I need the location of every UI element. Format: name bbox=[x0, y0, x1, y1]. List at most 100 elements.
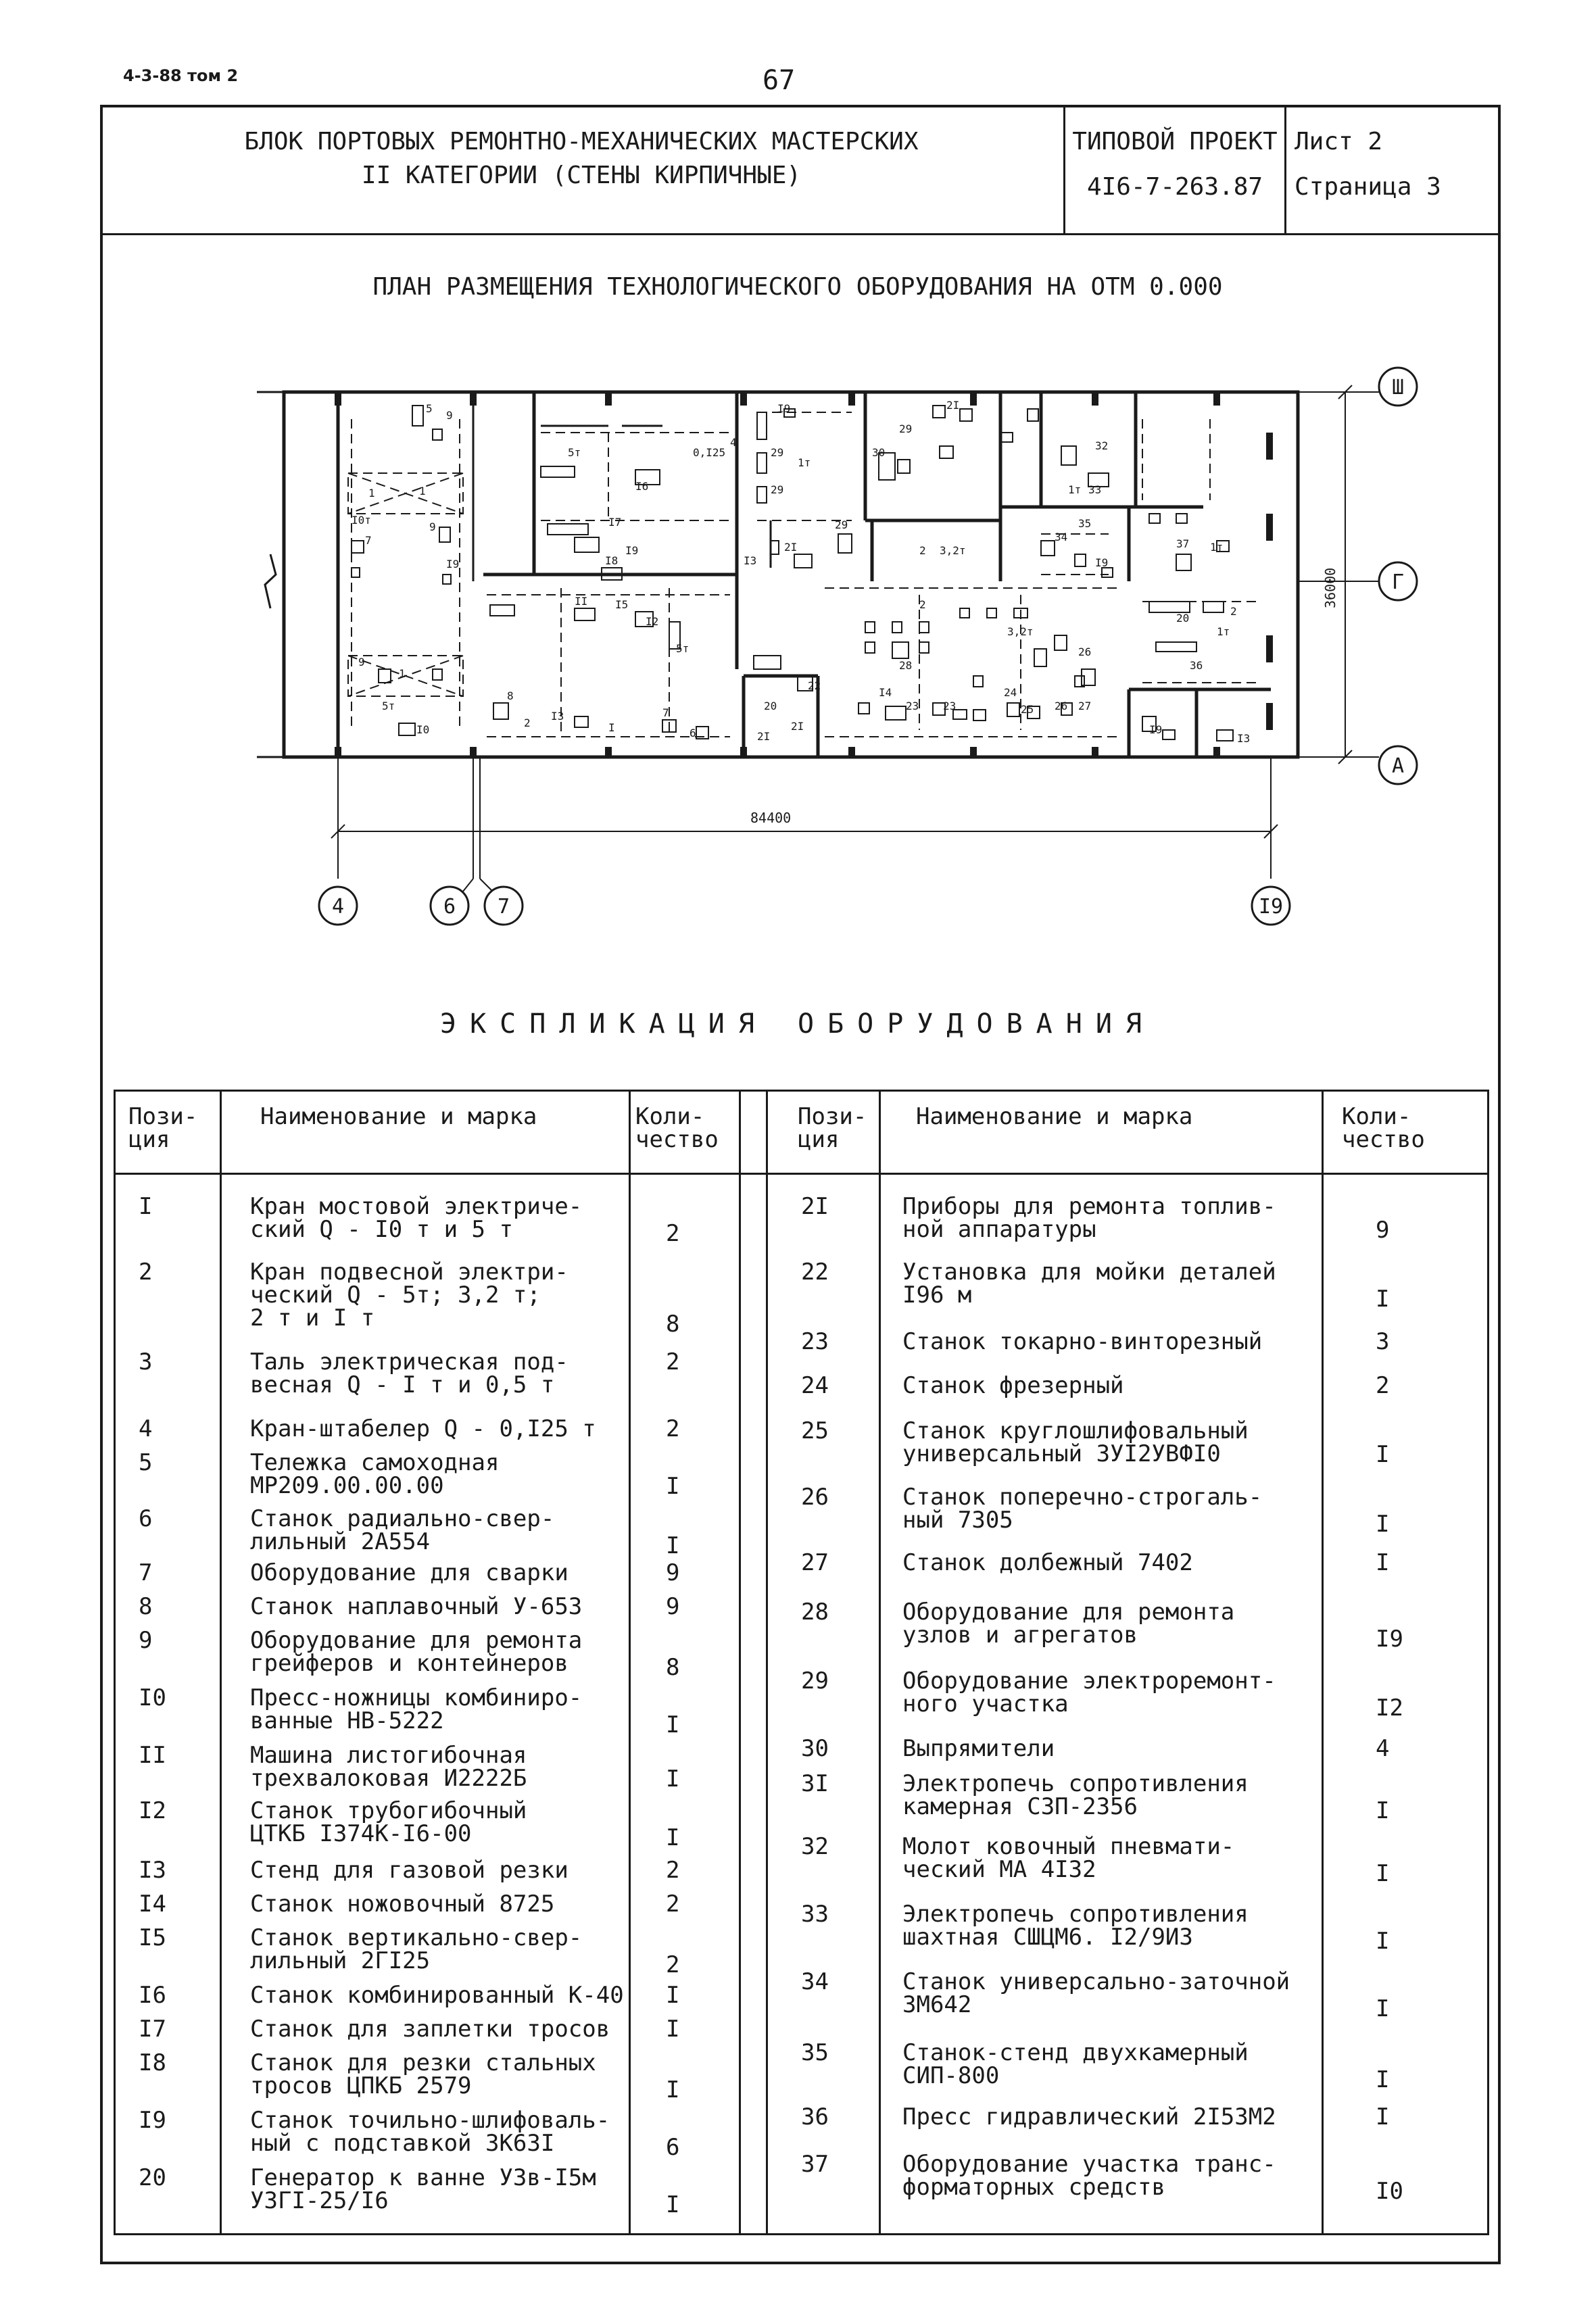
title-line-1: БЛОК ПОРТОВЫХ РЕМОНТНО-МЕХАНИЧЕСКИХ МАСТ… bbox=[244, 128, 919, 155]
row-name: Пресс-ножницы комбиниро- ванные НВ-5222 bbox=[250, 1684, 583, 1734]
svg-text:30: 30 bbox=[872, 446, 885, 459]
svg-text:5т: 5т bbox=[382, 700, 395, 712]
row-position: I4 bbox=[139, 1891, 166, 1918]
row-name: Оборудование для ремонта узлов и агрегат… bbox=[902, 1599, 1235, 1649]
row-name: Станок радиально-свер- лильный 2А554 bbox=[250, 1505, 555, 1555]
row-position: I8 bbox=[139, 2049, 166, 2076]
svg-text:23: 23 bbox=[943, 700, 956, 712]
row-position: 6 bbox=[139, 1505, 153, 1532]
plan-depth-dim: 36000 bbox=[1322, 568, 1338, 608]
plan-width-dim: 84400 bbox=[750, 810, 791, 826]
row-quantity: I bbox=[666, 1765, 680, 1793]
row-quantity: 9 bbox=[1376, 1217, 1390, 1244]
svg-text:I7: I7 bbox=[608, 516, 621, 529]
axis-label-g: Г bbox=[1392, 570, 1404, 594]
svg-text:I0т: I0т bbox=[352, 514, 371, 527]
row-position: 4 bbox=[139, 1415, 153, 1442]
svg-text:37: 37 bbox=[1176, 537, 1189, 550]
row-quantity: I bbox=[666, 1711, 680, 1738]
row-quantity: I2 bbox=[1376, 1695, 1403, 1722]
row-position: 25 bbox=[801, 1417, 829, 1444]
svg-text:34: 34 bbox=[1055, 531, 1067, 543]
axis-label-sh: Ш bbox=[1392, 376, 1404, 399]
row-quantity: I bbox=[666, 1982, 680, 2009]
row-quantity: 9 bbox=[666, 1593, 680, 1620]
row-name: Станок точильно-шлифоваль- ный с подстав… bbox=[250, 2107, 610, 2157]
row-quantity: I bbox=[1376, 1860, 1390, 1887]
page-label: Страница 3 bbox=[1295, 173, 1441, 201]
explication-title: ЭКСПЛИКАЦИЯ ОБОРУДОВАНИЯ bbox=[440, 1008, 1155, 1040]
row-name: Генератор к ванне УЗв-I5м УЗГI-25/I6 bbox=[250, 2164, 596, 2214]
svg-text:7: 7 bbox=[662, 706, 669, 719]
row-position: 3 bbox=[139, 1348, 153, 1375]
row-position: 2I bbox=[801, 1193, 829, 1220]
svg-text:9: 9 bbox=[358, 656, 365, 668]
row-name: Станок для резки стальных тросов ЦПКБ 25… bbox=[250, 2049, 596, 2099]
row-position: 22 bbox=[801, 1259, 829, 1286]
svg-text:I4: I4 bbox=[879, 686, 892, 699]
svg-text:1: 1 bbox=[399, 667, 406, 680]
row-quantity: 2 bbox=[1376, 1372, 1390, 1399]
row-quantity: I bbox=[1376, 1549, 1390, 1576]
svg-text:I8: I8 bbox=[605, 554, 618, 567]
svg-text:I0: I0 bbox=[416, 723, 429, 736]
row-name: Станок круглошлифовальный универсальный … bbox=[902, 1417, 1249, 1467]
row-name: Станок универсально-заточной 3М642 bbox=[902, 1968, 1290, 2018]
row-name: Станок вертикально-свер- лильный 2ГI25 bbox=[250, 1924, 583, 1974]
axis-label-19: I9 bbox=[1259, 895, 1283, 919]
row-quantity: 4 bbox=[1376, 1735, 1390, 1762]
row-name: Кран мостовой электриче- ский Q - I0 т и… bbox=[250, 1193, 583, 1243]
row-position: 23 bbox=[801, 1328, 829, 1355]
header-name-left: Наименование и марка bbox=[260, 1103, 537, 1130]
row-name: Станок ножовочный 8725 bbox=[250, 1891, 555, 1918]
header-pos-right: Пози- ция bbox=[798, 1103, 867, 1153]
row-name: Станок поперечно-строгаль- ный 7305 bbox=[902, 1484, 1263, 1534]
row-quantity: 8 bbox=[666, 1311, 680, 1338]
row-quantity: I0 bbox=[1376, 2178, 1403, 2205]
svg-text:25: 25 bbox=[1021, 703, 1034, 716]
row-name: Станок для заплетки тросов bbox=[250, 2016, 610, 2043]
row-quantity: 6 bbox=[666, 2134, 680, 2161]
header-qty-left: Коли- чество bbox=[635, 1103, 719, 1153]
drawing-frame bbox=[100, 105, 1501, 2264]
svg-text:32: 32 bbox=[1095, 439, 1108, 452]
row-quantity: 2 bbox=[666, 1348, 680, 1375]
svg-text:I9: I9 bbox=[1149, 723, 1162, 736]
row-quantity: I bbox=[1376, 1995, 1390, 2022]
row-name: Станок фрезерный bbox=[902, 1372, 1124, 1399]
row-position: 32 bbox=[801, 1833, 829, 1860]
row-name: Приборы для ремонта топлив- ной аппарату… bbox=[902, 1193, 1276, 1243]
page-number: 67 bbox=[763, 65, 796, 96]
row-quantity: 2 bbox=[666, 1415, 680, 1442]
document-code: 4-3-88 том 2 bbox=[123, 66, 239, 85]
header-qty-right: Коли- чество bbox=[1342, 1103, 1425, 1153]
svg-text:20: 20 bbox=[764, 700, 777, 712]
row-quantity: I bbox=[666, 2016, 680, 2043]
svg-text:6: 6 bbox=[690, 727, 696, 739]
row-name: Выпрямители bbox=[902, 1735, 1055, 1762]
row-position: 37 bbox=[801, 2151, 829, 2178]
svg-text:2: 2 bbox=[919, 598, 926, 611]
row-position: I3 bbox=[139, 1857, 166, 1884]
row-name: Таль электрическая под- весная Q - I т и… bbox=[250, 1348, 569, 1398]
svg-text:26: 26 bbox=[1078, 645, 1091, 658]
row-position: 34 bbox=[801, 1968, 829, 1995]
svg-text:29: 29 bbox=[899, 422, 912, 435]
svg-text:20: 20 bbox=[1176, 612, 1189, 625]
row-position: 27 bbox=[801, 1549, 829, 1576]
svg-text:2I: 2I bbox=[784, 541, 797, 554]
svg-text:I6: I6 bbox=[635, 480, 648, 493]
svg-text:5: 5 bbox=[426, 402, 433, 415]
svg-text:I: I bbox=[608, 721, 615, 734]
row-position: 35 bbox=[801, 2039, 829, 2066]
row-name: Оборудование для ремонта грейферов и кон… bbox=[250, 1627, 583, 1677]
row-quantity: 3 bbox=[1376, 1328, 1390, 1355]
row-position: I bbox=[139, 1193, 153, 1220]
svg-text:1: 1 bbox=[368, 487, 375, 499]
row-quantity: I bbox=[1376, 2103, 1390, 2130]
svg-text:9: 9 bbox=[429, 520, 436, 533]
svg-text:2: 2 bbox=[524, 716, 531, 729]
row-position: I5 bbox=[139, 1924, 166, 1951]
row-quantity: 2 bbox=[666, 1951, 680, 1978]
row-position: 5 bbox=[139, 1449, 153, 1476]
